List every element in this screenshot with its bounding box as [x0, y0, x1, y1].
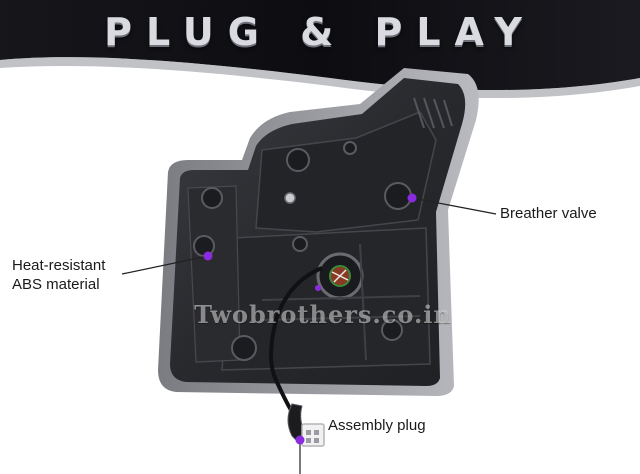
- abs-material-marker: [203, 251, 213, 261]
- assembly-plug-marker: [295, 435, 305, 445]
- callout-abs-line2: ABS material: [12, 276, 100, 293]
- socket-marker: [315, 285, 321, 291]
- watermark-text: Twobrothers.co.in: [194, 300, 452, 329]
- breather-valve-marker: [407, 193, 417, 203]
- callout-breather-valve: Breather valve: [500, 205, 597, 222]
- banner-title: PLUG & PLAY: [104, 10, 536, 54]
- callout-assembly-plug: Assembly plug: [328, 417, 426, 434]
- callout-abs-material: Heat-resistant ABS material: [12, 256, 132, 294]
- callout-abs-line1: Heat-resistant: [12, 257, 106, 274]
- banner-background: [0, 0, 640, 99]
